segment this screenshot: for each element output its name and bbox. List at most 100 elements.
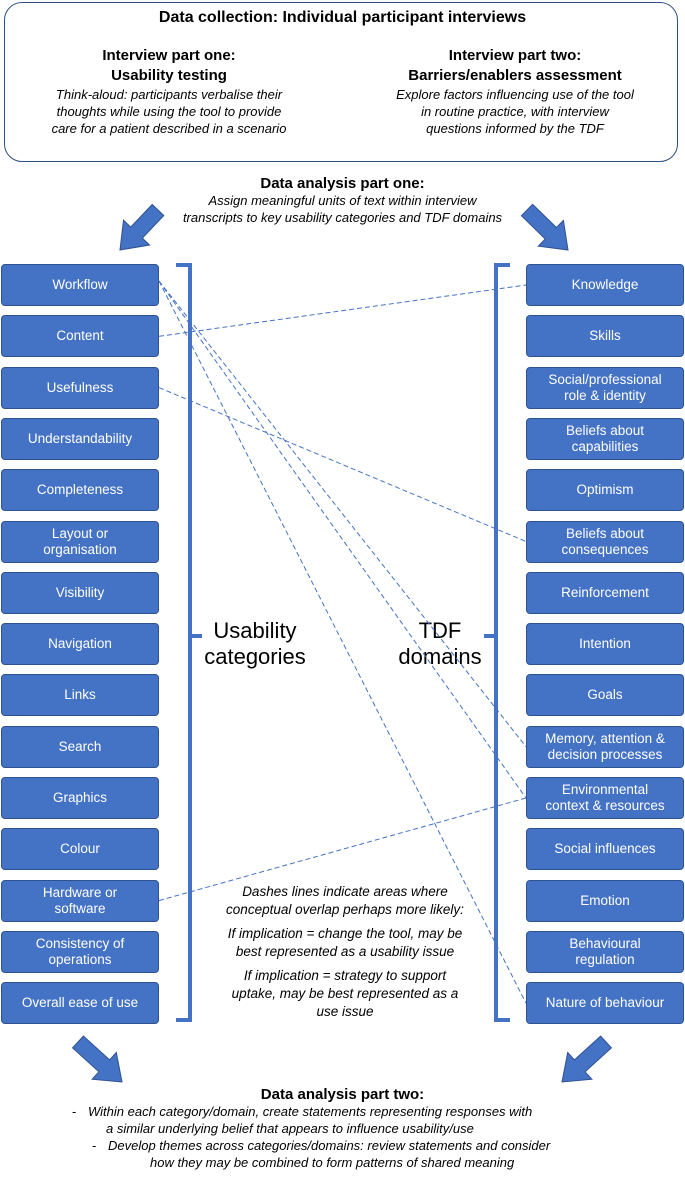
tdf-domain-label-line1: Skills bbox=[589, 328, 621, 344]
usability-category-label-line1: Graphics bbox=[52, 790, 108, 805]
tdf-domain-label-line1: Behavioural bbox=[569, 935, 641, 951]
part-one-title-line1: Interview part one: bbox=[102, 47, 236, 64]
part-one-desc-line2: thoughts while using the tool to provide bbox=[56, 104, 282, 119]
tdf-domain-box: Knowledge bbox=[526, 264, 684, 306]
tdf-bracket bbox=[494, 263, 510, 1022]
bullet2-line1: Develop themes across categories/domains… bbox=[108, 1138, 551, 1153]
tdf-domain-label-line2: regulation bbox=[575, 951, 635, 967]
tdf-domain-label-line2: context & resources bbox=[545, 798, 665, 813]
usability-category-box: Understandability bbox=[1, 417, 159, 460]
usability-category-label-line1: Hardware or bbox=[42, 884, 118, 900]
usability-category-box: Completeness bbox=[1, 469, 159, 512]
usability-category-label-line1: Navigation bbox=[48, 636, 112, 652]
analysis-one-desc-line2: transcripts to key usability categories … bbox=[182, 210, 503, 225]
interview-part-two: Interview part two: Barriers/enablers as… bbox=[350, 46, 680, 137]
usability-category-label-line1: Links bbox=[64, 687, 96, 703]
usability-category-box: Navigation bbox=[1, 623, 159, 666]
bullet1-line1: Within each category/domain, create stat… bbox=[88, 1104, 533, 1119]
tdf-domain-label-line1: Environmental bbox=[561, 782, 649, 797]
bullet1-line2: a similar underlying belief that appears… bbox=[106, 1121, 474, 1136]
dashed-connections bbox=[158, 280, 527, 1004]
usability-category-box: Graphics bbox=[1, 777, 159, 819]
usability-category-label-line1: Layout or bbox=[51, 525, 109, 541]
usability-category-box: Content bbox=[1, 315, 159, 358]
usability-category-label-line1: Understandability bbox=[27, 430, 133, 446]
note-line5: If implication = strategy to support bbox=[243, 968, 447, 983]
usability-category-label-line1: Visibility bbox=[55, 584, 105, 600]
usability-category-label-line1: Overall ease of use bbox=[21, 995, 139, 1011]
tdf-domain-label-line1: Nature of behaviour bbox=[545, 995, 665, 1011]
tdf-domain-label-line2: decision processes bbox=[547, 746, 663, 762]
part-two-desc-line3: questions informed by the TDF bbox=[426, 121, 604, 136]
usability-category-label-line1: Usefulness bbox=[46, 379, 114, 395]
usability-category-label-line1: Colour bbox=[60, 841, 100, 857]
dashed-connection-line bbox=[158, 280, 527, 748]
tdf-domain-label-line1: Social/professional bbox=[548, 371, 662, 387]
tdf-domain-label-line2: role & identity bbox=[564, 387, 646, 403]
tdf-domain-box: Skills bbox=[526, 315, 684, 358]
tdf-domain-box: Emotion bbox=[526, 879, 684, 922]
part-one-title-line2: Usability testing bbox=[111, 67, 227, 84]
dashed-connection-line bbox=[158, 280, 527, 799]
bullet-marker: - bbox=[92, 1138, 97, 1153]
dashed-connection-line bbox=[158, 387, 527, 542]
usability-bracket bbox=[176, 263, 192, 1022]
usability-category-box: Search bbox=[1, 725, 159, 768]
tdf-domain-label-line1: Beliefs about bbox=[565, 422, 645, 438]
tdf-domain-label-line1: Emotion bbox=[580, 892, 630, 908]
tdf-domain-box: Social influences bbox=[526, 828, 684, 871]
usability-category-box: Usefulness bbox=[1, 366, 159, 409]
tdf-domain-label-line2: capabilities bbox=[571, 438, 639, 454]
analysis-one-desc-line1: Assign meaningful units of text within i… bbox=[208, 193, 477, 208]
tdf-domain-box: Goals bbox=[526, 674, 684, 717]
note-line6: uptake, may be best represented as a bbox=[231, 986, 459, 1001]
analysis-one: Data analysis part one: Assign meaningfu… bbox=[0, 175, 685, 226]
tdf-domain-box: Optimism bbox=[526, 469, 684, 512]
tdf-domain-label-line2: consequences bbox=[561, 541, 649, 557]
tdf-domain-label-line1: Knowledge bbox=[571, 277, 639, 292]
data-collection-box bbox=[4, 2, 678, 162]
part-two-desc-line2: in routine practice, with interview bbox=[421, 104, 609, 119]
usability-category-label-line1: Consistency of bbox=[35, 935, 125, 951]
tdf-domain-label-line1: Social influences bbox=[554, 841, 656, 857]
tdf-domain-label-line1: Reinforcement bbox=[561, 584, 649, 600]
part-one-desc-line3: care for a patient described in a scenar… bbox=[51, 121, 287, 136]
tdf-domain-label-line1: Intention bbox=[579, 636, 631, 652]
bullet-marker: - bbox=[72, 1104, 77, 1119]
dashed-connection-line bbox=[158, 280, 527, 1004]
usability-category-label-line2: operations bbox=[48, 951, 112, 967]
usability-category-label-line1: Workflow bbox=[52, 277, 108, 292]
note-line1: Dashes lines indicate areas where bbox=[242, 884, 448, 899]
dashed-connection-line bbox=[158, 797, 527, 902]
usability-category-label-line1: Completeness bbox=[36, 482, 124, 498]
usability-categories-label: Usability categories bbox=[200, 618, 310, 670]
note-line2: conceptual overlap perhaps more likely: bbox=[226, 902, 464, 917]
tdf-domain-box: Intention bbox=[526, 623, 684, 666]
data-collection-title: Data collection: Individual participant … bbox=[158, 9, 527, 26]
usability-category-label-line1: Content bbox=[56, 328, 104, 344]
tdf-domain-label-line1: Beliefs about bbox=[565, 525, 645, 541]
tdf-domain-box: Memory, attention &decision processes bbox=[526, 725, 684, 768]
arrow-down-left-icon bbox=[561, 1035, 613, 1083]
tdf-domain-box: Nature of behaviour bbox=[526, 982, 684, 1025]
usability-category-box: Colour bbox=[1, 828, 159, 871]
usability-category-box: Visibility bbox=[1, 571, 159, 614]
analysis-two: Data analysis part two: - Within each ca… bbox=[0, 1086, 685, 1171]
analysis-two-bullet-2: - Develop themes across categories/domai… bbox=[92, 1137, 668, 1171]
interview-part-one: Interview part one: Usability testing Th… bbox=[4, 46, 334, 137]
tdf-domain-label-line1: Memory, attention & bbox=[545, 730, 665, 746]
tdf-domain-box: Reinforcement bbox=[526, 571, 684, 614]
overlap-note: Dashes lines indicate areas where concep… bbox=[205, 883, 485, 1021]
usability-label-line2: categories bbox=[204, 644, 306, 669]
note-line4: best represented as a usability issue bbox=[235, 944, 455, 959]
usability-category-box: Workflow bbox=[1, 264, 159, 306]
arrow-down-right-icon bbox=[520, 203, 569, 251]
tdf-label-line1: TDF bbox=[418, 618, 462, 643]
usability-category-label-line2: software bbox=[54, 900, 106, 916]
note-line7: use issue bbox=[316, 1004, 374, 1019]
